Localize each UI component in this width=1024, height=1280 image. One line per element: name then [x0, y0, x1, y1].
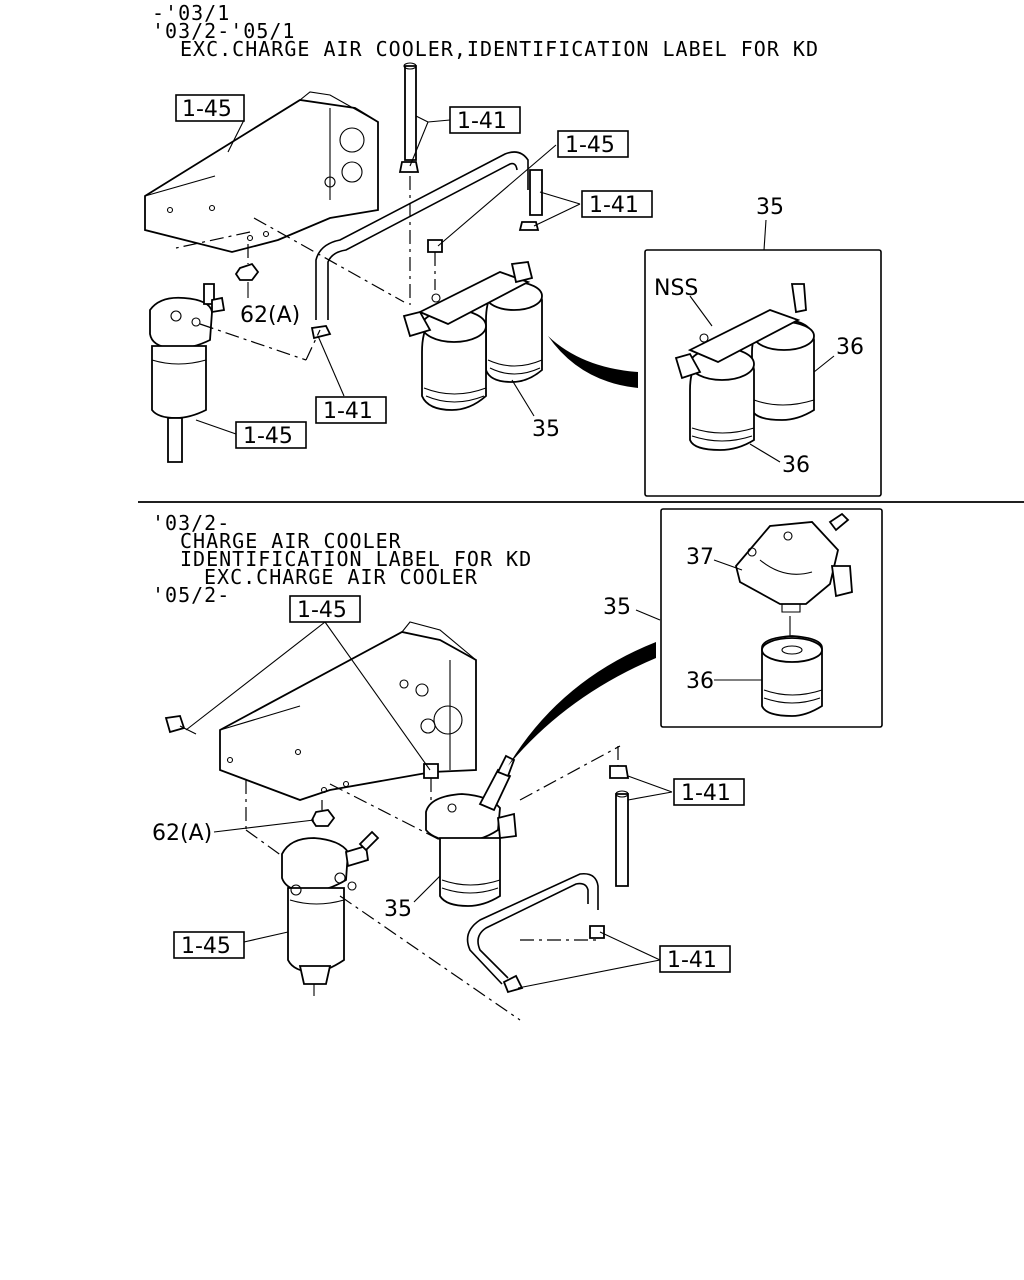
top-detail-box: 35 NSS 36 36 — [644, 195, 882, 497]
bottom-callout-hose-lower: 1-41 — [659, 945, 731, 973]
top-dash-leaders — [175, 217, 405, 303]
bottom-callout-separator-text: 1-45 — [181, 934, 231, 959]
top-mounting-bracket — [144, 91, 379, 253]
top-callout-bolt-text: 1-45 — [565, 133, 615, 158]
bottom-mounting-bracket — [219, 621, 477, 801]
top-dual-fuel-filter — [402, 261, 543, 411]
bottom-detail-ref: 35 — [603, 595, 631, 620]
bottom-dash-leaders — [245, 745, 621, 1021]
bottom-detail-head: 37 — [686, 545, 714, 570]
top-callout-filter: 35 — [532, 417, 560, 442]
bottom-callout-separator: 1-45 — [173, 931, 245, 959]
bottom-nut-62a — [310, 800, 336, 827]
top-callout-hose-right-text: 1-41 — [589, 193, 639, 218]
top-callout-separator: 1-45 — [235, 421, 307, 449]
bottom-callout-filter: 35 — [384, 897, 412, 922]
top-callout-leaders — [195, 115, 581, 435]
bottom-header-line-4: EXC.CHARGE AIR COOLER — [204, 565, 478, 589]
bottom-water-separator — [281, 830, 380, 996]
top-fittings — [310, 221, 540, 340]
bottom-header-line-5: '05/2- — [152, 583, 230, 607]
top-section-header: -'03/1 '03/2-'05/1 EXC.CHARGE AIR COOLER… — [152, 1, 819, 61]
bottom-callout-leaders — [185, 621, 673, 989]
bottom-detail-element: 36 — [686, 669, 714, 694]
top-hose-vertical — [398, 62, 420, 305]
top-callout-hose-lower: 1-41 — [315, 396, 387, 424]
top-detail-element-upper: 36 — [836, 335, 864, 360]
top-nut-62a — [234, 244, 260, 281]
bottom-section-header: '03/2- CHARGE AIR COOLER IDENTIFICATION … — [152, 511, 532, 607]
top-callout-bolt: 1-45 — [557, 130, 629, 158]
top-callout-bracket-text: 1-45 — [182, 97, 232, 122]
bottom-callout-hose-upper: 1-41 — [673, 778, 745, 806]
top-callout-separator-text: 1-45 — [243, 424, 293, 449]
bottom-header-line-2: CHARGE AIR COOLER — [180, 529, 402, 553]
top-header-line-3: EXC.CHARGE AIR COOLER,IDENTIFICATION LAB… — [180, 37, 819, 61]
top-callout-bracket: 1-45 — [175, 94, 245, 122]
bottom-detail-arrow — [508, 642, 656, 766]
bottom-callout-bracket-text: 1-45 — [297, 598, 347, 623]
top-callout-hose-lower-text: 1-41 — [323, 399, 373, 424]
bottom-hose-vertical — [609, 746, 630, 887]
bottom-fuel-filter — [425, 754, 517, 907]
top-water-separator — [149, 283, 321, 463]
bottom-callout-hose-upper-text: 1-41 — [681, 781, 731, 806]
bottom-callout-nut: 62(A) — [152, 821, 212, 846]
top-header-line-1: -'03/1 — [152, 1, 230, 25]
top-header-line-2: '03/2-'05/1 — [152, 19, 295, 43]
top-fuel-pipe-loop — [315, 151, 543, 320]
top-callout-hose-right: 1-41 — [581, 190, 653, 218]
bottom-fuel-pipe-loop — [466, 872, 605, 994]
bottom-callout-bracket: 1-45 — [289, 595, 361, 623]
bottom-detail-box: 35 37 36 — [603, 508, 883, 728]
top-detail-element-lower: 36 — [782, 453, 810, 478]
bottom-bolts — [164, 715, 439, 812]
top-callout-hose-upper: 1-41 — [449, 106, 521, 134]
top-detail-nss: NSS — [654, 276, 698, 301]
top-callout-hose-upper-text: 1-41 — [457, 109, 507, 134]
top-callout-nut: 62(A) — [240, 303, 300, 328]
top-detail-ref: 35 — [756, 195, 784, 220]
bottom-header-line-1: '03/2- — [152, 511, 230, 535]
bottom-header-line-3: IDENTIFICATION LABEL FOR KD — [180, 547, 532, 571]
top-detail-arrow — [548, 336, 638, 388]
bottom-callout-hose-lower-text: 1-41 — [667, 948, 717, 973]
